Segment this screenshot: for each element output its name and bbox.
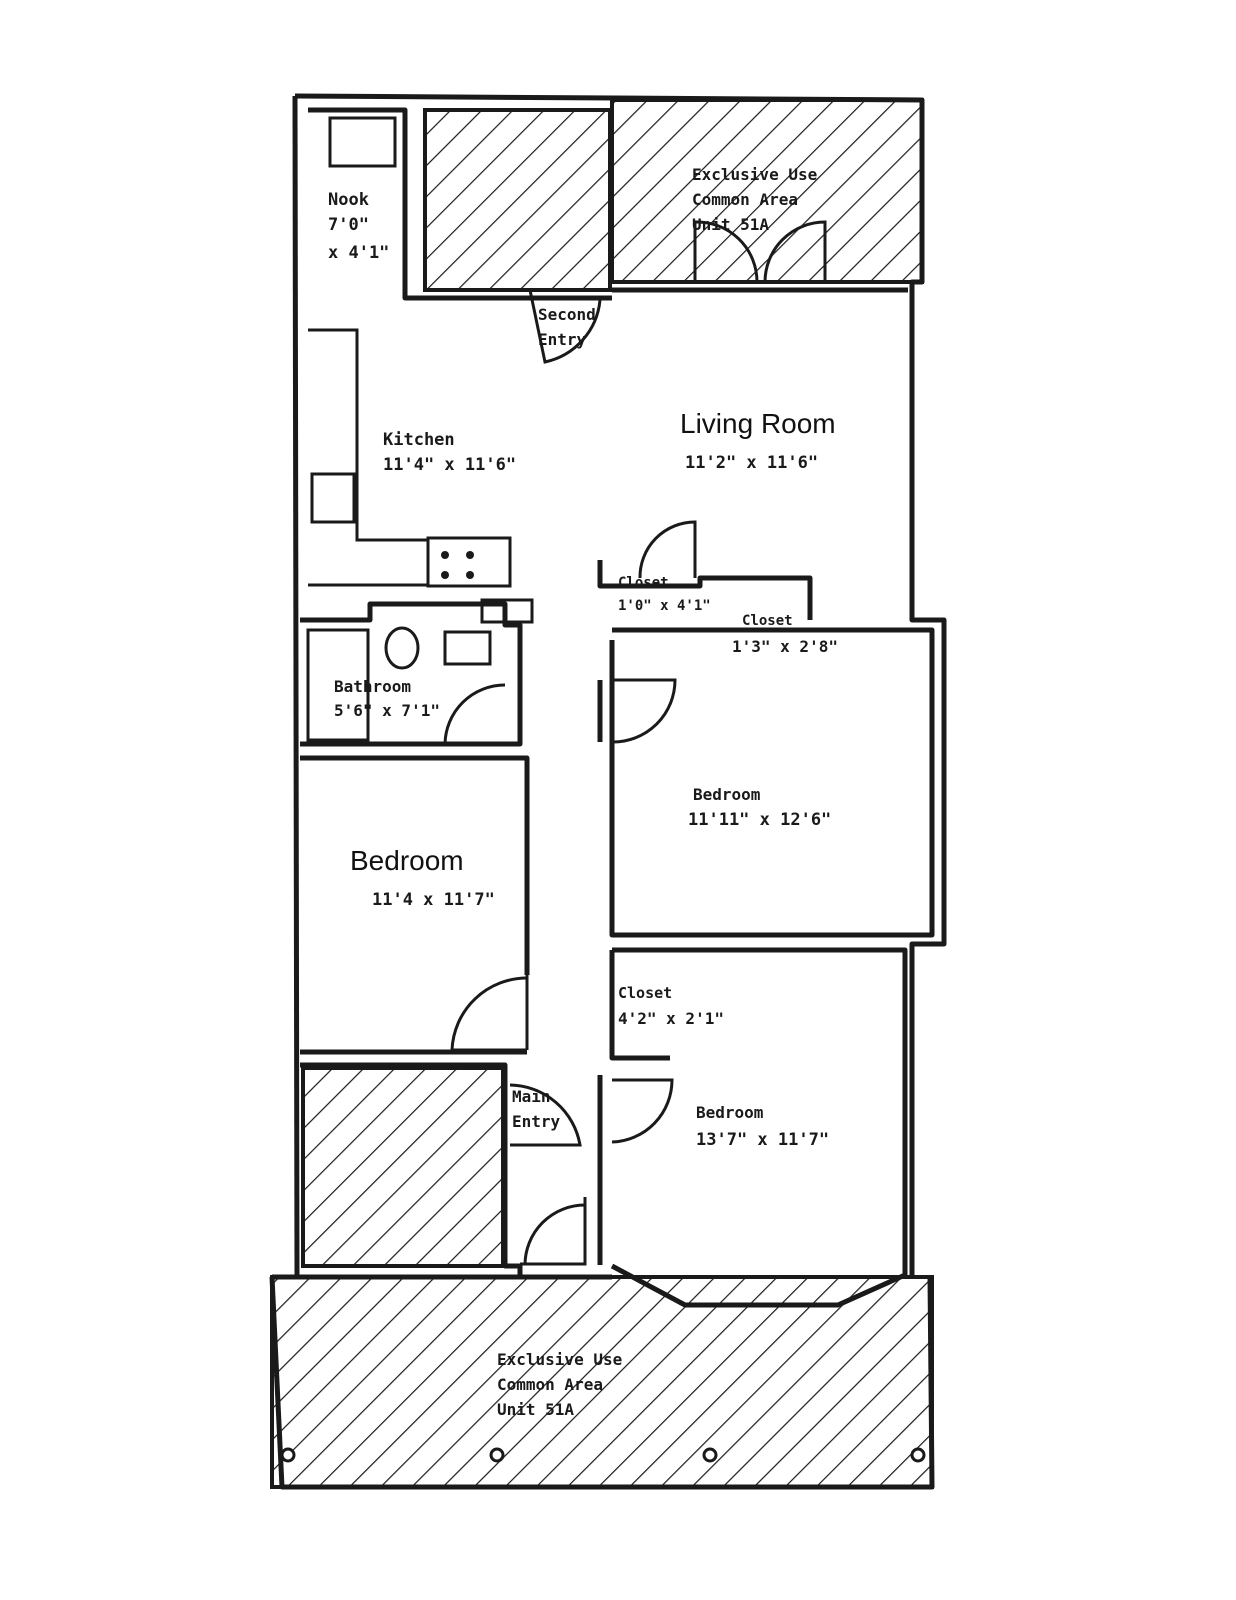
closet-c-label: Closet	[618, 984, 672, 1002]
second-entry-line2: Entry	[538, 330, 587, 349]
toilet	[384, 626, 420, 670]
closet-b-dims: 1'3" x 2'8"	[732, 637, 838, 656]
bedroom-bottom-label: Bedroom	[696, 1103, 764, 1122]
top-patio-door-left	[693, 220, 759, 283]
bedroom-right-label: Bedroom	[693, 785, 761, 804]
common-area-bottom-line1: Exclusive Use	[497, 1350, 622, 1369]
living-room-label: Living Room	[680, 408, 836, 439]
bedroom-bottom-dims: 13'7" x 11'7"	[696, 1130, 829, 1150]
main-entry-line1: Main	[512, 1087, 551, 1106]
labels: Nook 7'0" x 4'1" Second Entry Exclusive …	[328, 165, 838, 1419]
bedroom-left-dims: 11'4 x 11'7"	[372, 890, 495, 910]
living-room-dims: 11'2" x 11'6"	[685, 453, 818, 473]
second-entry-door	[528, 289, 602, 364]
common-area-bottom-hatch	[270, 1275, 934, 1489]
kitchen-dims: 11'4" x 11'6"	[383, 455, 516, 475]
lower-stair-hatch	[301, 1066, 505, 1268]
nook-label: Nook	[328, 190, 369, 210]
nook-dim2: x 4'1"	[328, 243, 389, 263]
main-entry-door	[509, 1083, 582, 1147]
bedroom-right-dims: 11'11" x 12'6"	[688, 810, 831, 830]
closet-b-label: Closet	[742, 613, 793, 629]
common-area-top-line1: Exclusive Use	[692, 165, 817, 184]
top-patio-door-right	[763, 220, 827, 283]
porch-door	[523, 1203, 587, 1266]
second-entry-line1: Second	[538, 305, 596, 324]
sink	[310, 472, 356, 524]
doors	[443, 220, 827, 1266]
nook-fixture	[328, 116, 397, 168]
closet-a-label: Closet	[618, 575, 669, 591]
closet-a-door	[638, 520, 697, 579]
kitchen-label: Kitchen	[383, 430, 455, 450]
bathroom-label: Bathroom	[334, 677, 411, 696]
hatched-areas	[270, 98, 934, 1489]
bathroom-door	[443, 683, 506, 746]
common-area-top-line3: Unit 51A	[692, 215, 769, 234]
closet-a-dims: 1'0" x 4'1"	[618, 598, 711, 614]
walls	[269, 93, 947, 1490]
bathtub	[306, 628, 370, 742]
bathroom-dims: 5'6" x 7'1"	[334, 701, 440, 720]
vanity	[443, 630, 492, 666]
right-bedroom-door	[611, 678, 677, 744]
common-area-bottom-line2: Common Area	[497, 1375, 603, 1394]
bottom-bedroom-door	[611, 1078, 674, 1144]
main-entry-line2: Entry	[512, 1112, 561, 1131]
upper-stair-hatch	[423, 108, 612, 292]
bedroom-left-label: Bedroom	[350, 845, 464, 876]
closet-c-dims: 4'2" x 2'1"	[618, 1009, 724, 1028]
left-bedroom-door	[450, 976, 528, 1052]
common-area-bottom-line3: Unit 51A	[497, 1400, 574, 1419]
common-area-top-hatch	[610, 98, 924, 284]
common-area-top-line2: Common Area	[692, 190, 798, 209]
nook-dim1: 7'0"	[328, 215, 369, 235]
